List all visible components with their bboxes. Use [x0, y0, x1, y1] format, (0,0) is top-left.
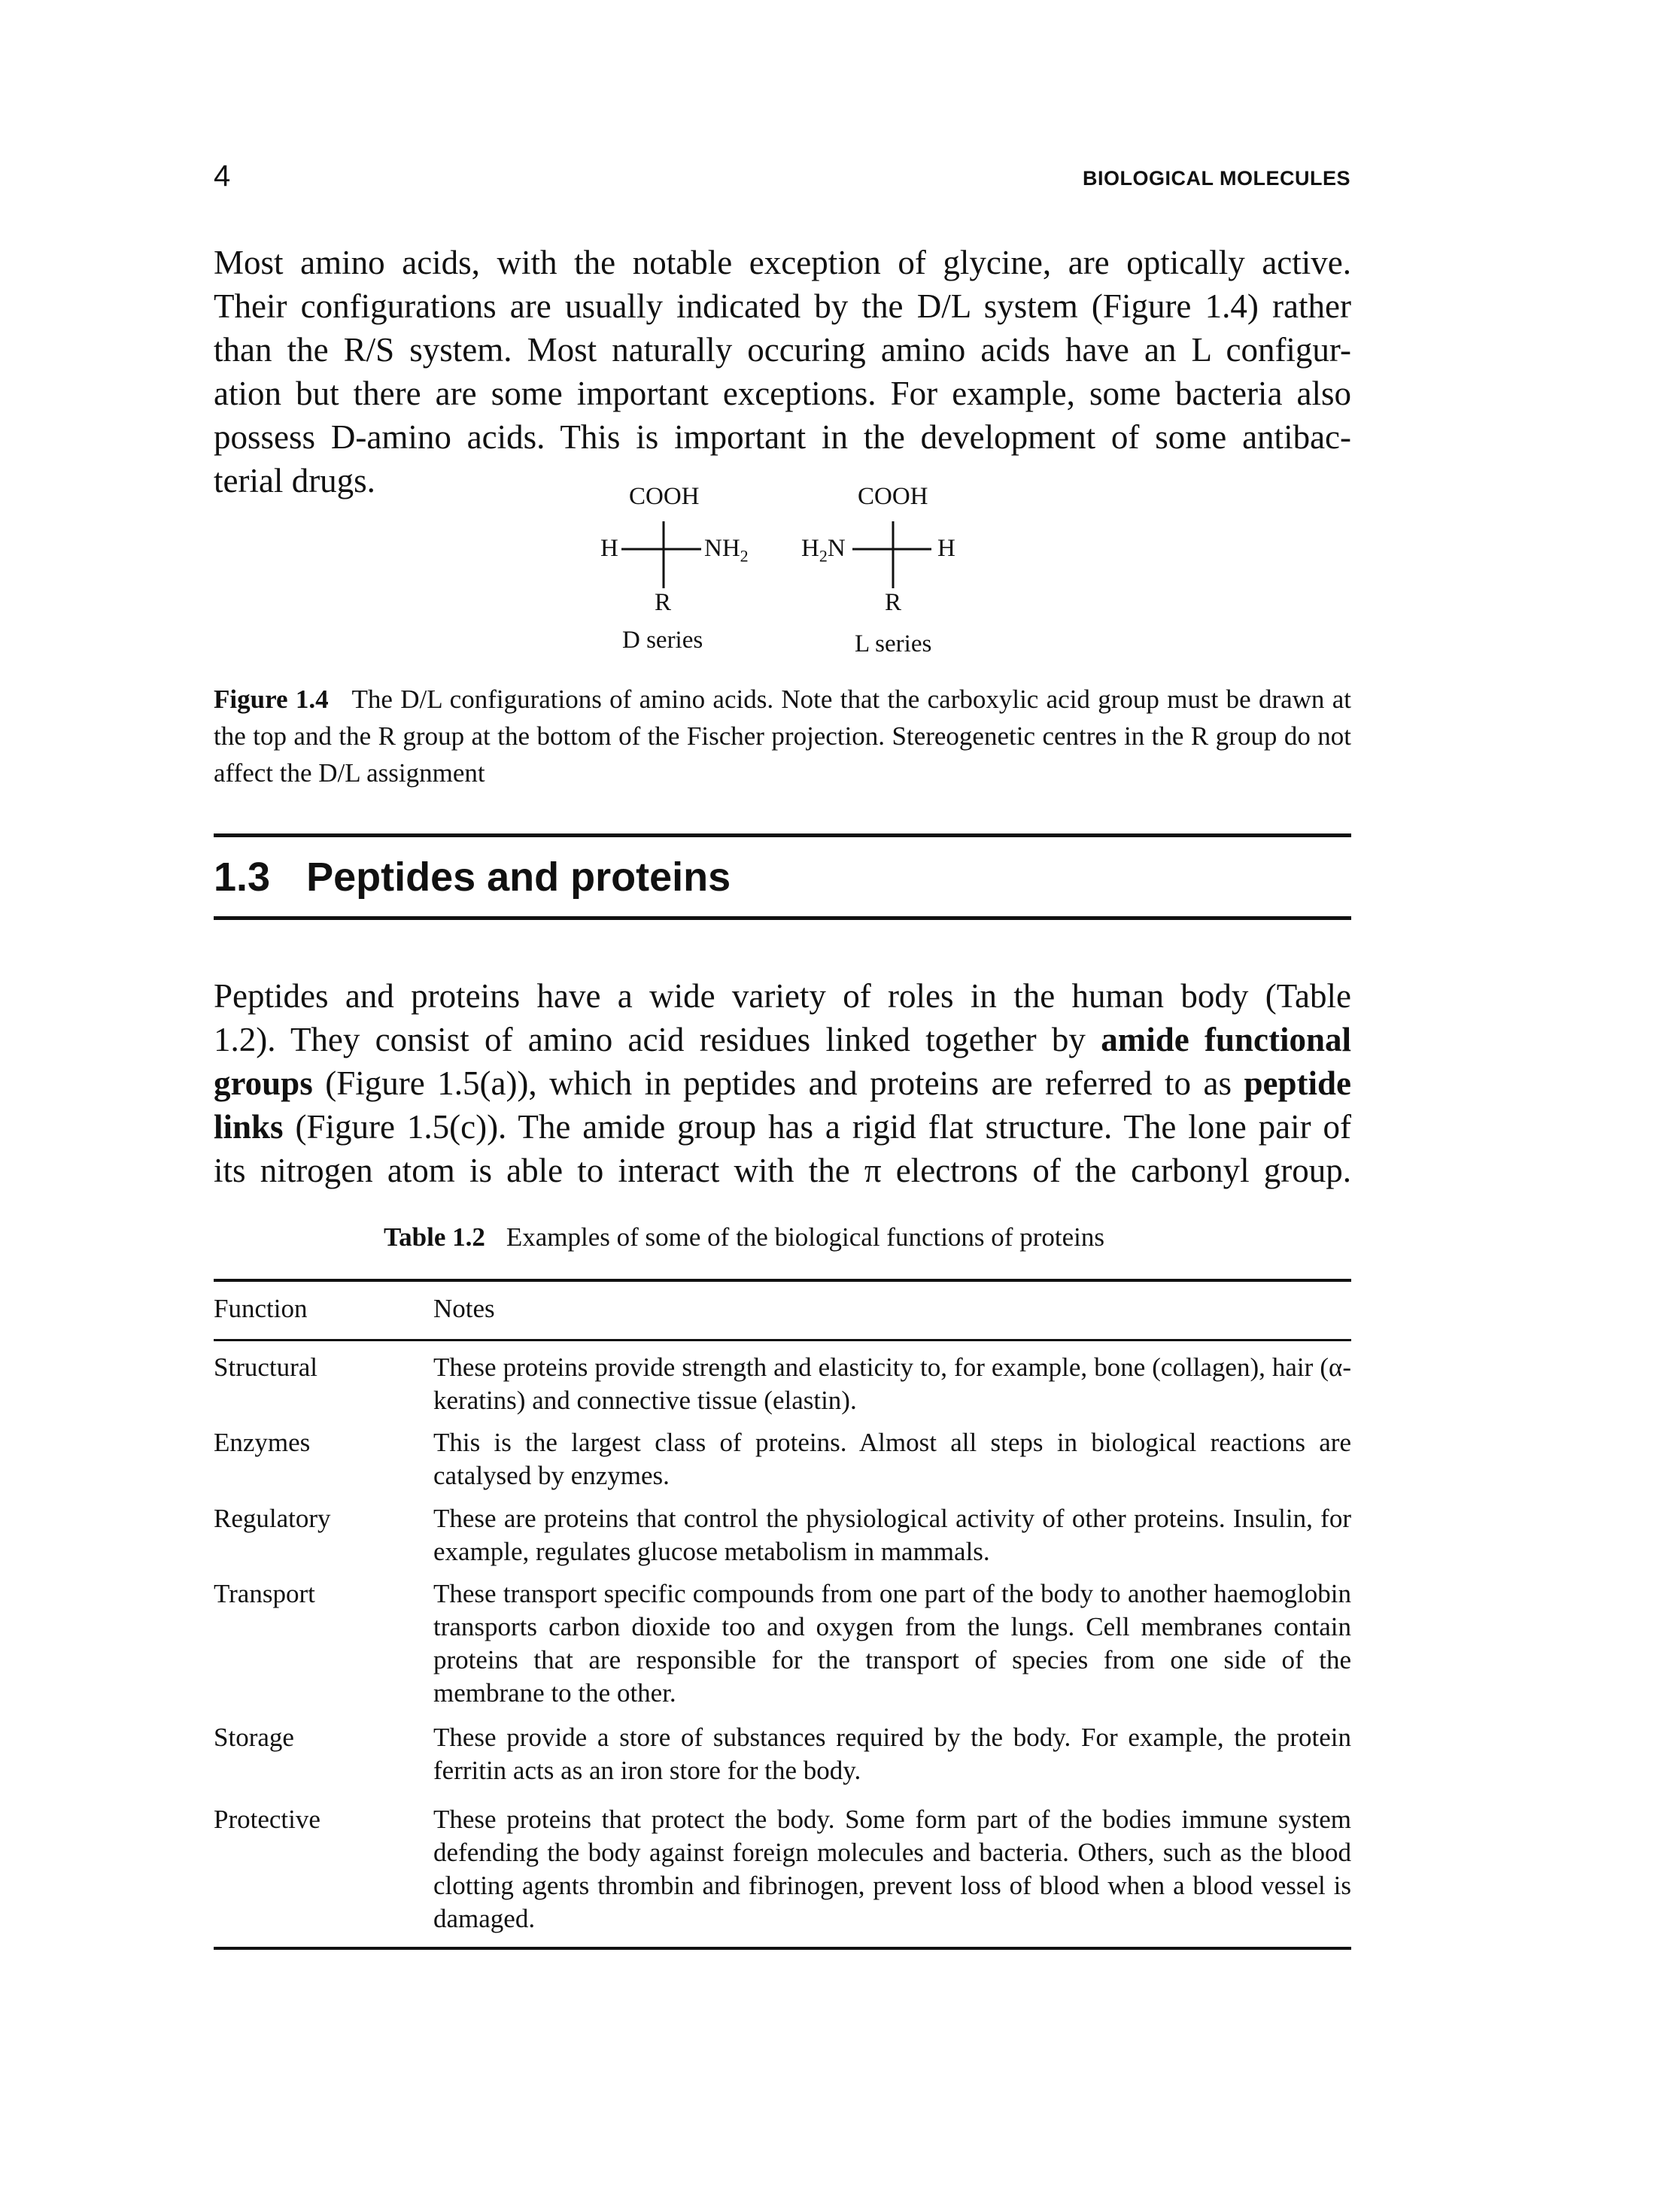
table-header-function: Function [214, 1294, 308, 1323]
section-number: 1.3 [214, 855, 271, 900]
d-series-bottom-group: R [655, 589, 672, 616]
section-heading: 1.3 Peptides and proteins [214, 854, 731, 900]
text-line: Peptides and proteins have a wide variet… [214, 977, 1351, 1015]
fischer-cross-lines [621, 521, 931, 588]
l-series-left-group: H2N [801, 535, 846, 566]
text-run: 1.2). They consist of amino acid residue… [214, 1021, 1101, 1058]
notes-cell: These proteins that protect the body. So… [433, 1805, 1351, 1933]
notes-cell: These proteins provide strength and elas… [433, 1353, 1351, 1415]
subscript-2: 2 [740, 546, 749, 566]
function-cell: Storage [214, 1723, 294, 1752]
function-cell: Enzymes [214, 1428, 311, 1457]
d-series-left-group: H [600, 535, 618, 562]
l-series-right-group: H [937, 535, 955, 562]
body-paragraph: Peptides and proteins have a wide variet… [214, 974, 1351, 1192]
notes-cell: These are proteins that control the phys… [433, 1504, 1351, 1566]
text-run: (Figure 1.5(c)). The amide group has a r… [283, 1108, 1351, 1146]
bold-term: links [214, 1108, 284, 1146]
l-series-bottom-group: R [885, 589, 902, 616]
text-line: possess D-amino acids. This is important… [214, 418, 1351, 456]
figure-label: Figure 1.4 [214, 685, 329, 714]
table-header-notes: Notes [433, 1294, 495, 1323]
function-cell: Protective [214, 1805, 321, 1834]
bold-term: peptide [1244, 1064, 1351, 1102]
page-number: 4 [214, 159, 231, 193]
text-line: terial drugs. [214, 462, 375, 499]
h-text: H [801, 535, 819, 562]
section-title: Peptides and proteins [306, 855, 731, 900]
table-caption: Table 1.2 Examples of some of the biologi… [384, 1222, 1104, 1252]
running-head: BIOLOGICAL MOLECULES [1082, 167, 1350, 190]
text-line: its nitrogen atom is able to interact wi… [214, 1152, 1351, 1189]
table-rule-header [214, 1339, 1351, 1341]
function-cell: Regulatory [214, 1504, 331, 1533]
text-run: (Figure 1.5(a)), which in peptides and p… [312, 1064, 1244, 1102]
notes-cell: These provide a store of substances requ… [433, 1723, 1351, 1785]
section-rule-bottom [214, 916, 1351, 920]
text-line: links (Figure 1.5(c)). The amide group h… [214, 1105, 1351, 1149]
nh-text: NH [704, 535, 740, 562]
d-series-right-group: NH2 [704, 535, 749, 566]
text-line: than the R/S system. Most naturally occu… [214, 331, 1351, 369]
bold-term: amide functional [1101, 1021, 1351, 1058]
section-rule-top [214, 833, 1351, 837]
table-caption-text: Examples of some of the biological funct… [506, 1222, 1104, 1252]
l-series-top-group: COOH [858, 483, 928, 510]
notes-cell: This is the largest class of proteins. A… [433, 1428, 1351, 1490]
notes-cell: These transport specific compounds from … [433, 1579, 1351, 1708]
table-label: Table 1.2 [384, 1222, 485, 1252]
intro-paragraph: Most amino acids, with the notable excep… [214, 241, 1351, 502]
l-series-label: L series [855, 630, 932, 657]
function-cell: Structural [214, 1353, 318, 1382]
text-line: Most amino acids, with the notable excep… [214, 244, 1351, 281]
d-series-label: D series [622, 627, 703, 654]
text-line: 1.2). They consist of amino acid residue… [214, 1018, 1351, 1061]
subscript-2: 2 [819, 546, 828, 566]
figure-caption-text: The D/L configurations of amino acids. N… [214, 685, 1351, 788]
function-cell: Transport [214, 1579, 315, 1608]
table-rule-top [214, 1279, 1351, 1282]
text-line: Their configurations are usually indicat… [214, 287, 1351, 325]
table-rule-bottom [214, 1947, 1351, 1950]
figure-caption: Figure 1.4 The D/L configurations of ami… [214, 681, 1351, 791]
d-series-top-group: COOH [629, 483, 700, 510]
bold-term: groups [214, 1064, 313, 1102]
text-line: ation but there are some important excep… [214, 375, 1351, 412]
n-text: N [827, 535, 846, 562]
text-line: groups (Figure 1.5(a)), which in peptide… [214, 1061, 1351, 1105]
